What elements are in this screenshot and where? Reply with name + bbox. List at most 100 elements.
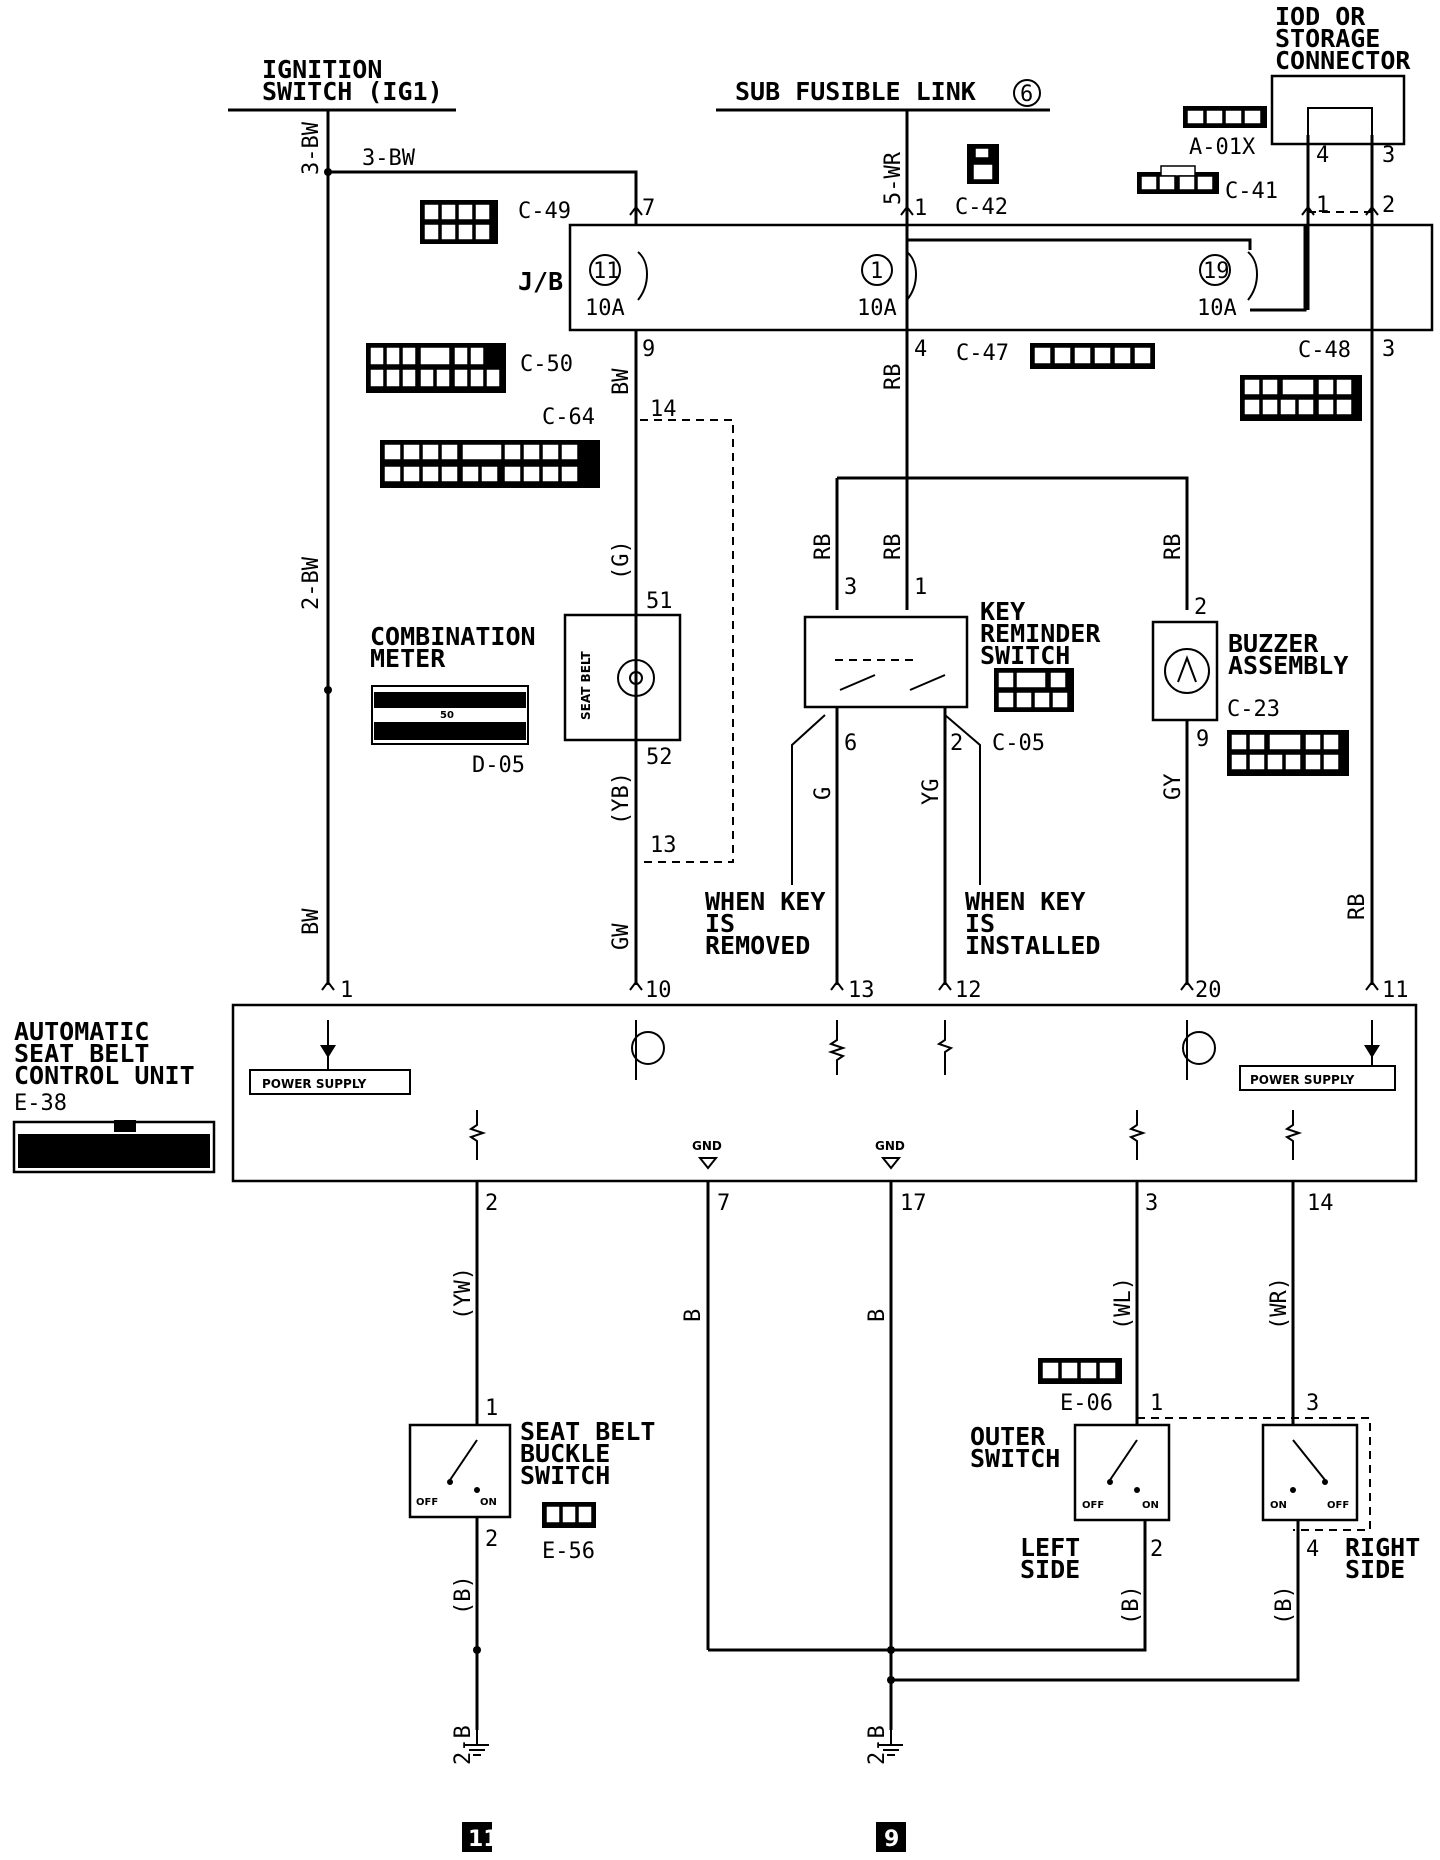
svg-text:10A: 10A [585, 296, 625, 321]
c50-label: C-50 [520, 352, 573, 377]
svg-text:METER: METER [370, 644, 446, 673]
svg-text:YG: YG [919, 779, 944, 806]
svg-text:7: 7 [717, 1191, 730, 1216]
svg-text:1: 1 [914, 196, 927, 221]
svg-text:1: 1 [1150, 1391, 1163, 1416]
buzzer-assembly: BUZZER ASSEMBLY 9 GY [1151, 620, 1348, 985]
svg-text:50: 50 [440, 710, 454, 721]
connector-d05: 50 D-05 [371, 685, 529, 778]
connector-e56: E-56 [542, 1502, 596, 1564]
svg-text:GND: GND [692, 1139, 722, 1153]
svg-text:(YB): (YB) [609, 772, 634, 825]
svg-text:2: 2 [950, 731, 963, 756]
sub-fusible-link-source: SUB FUSIBLE LINK 6 [716, 77, 1050, 112]
svg-text:WHEN KEY: WHEN KEY [965, 887, 1085, 916]
svg-text:REMOVED: REMOVED [705, 931, 810, 960]
connector-c49: C-49 [420, 199, 571, 244]
svg-text:(WR): (WR) [1267, 1277, 1292, 1330]
svg-text:10A: 10A [1197, 296, 1237, 321]
ignition-label-2: SWITCH (IG1) [262, 77, 443, 106]
svg-text:IS: IS [705, 909, 735, 938]
svg-text:KEY: KEY [980, 597, 1025, 626]
c47-label: C-47 [956, 341, 1009, 366]
svg-text:BUCKLE: BUCKLE [520, 1439, 610, 1468]
fusible-label: SUB FUSIBLE LINK [735, 77, 976, 106]
svg-text:10A: 10A [857, 296, 897, 321]
seat-belt-buckle-switch: OFF ON SEAT BELT BUCKLE SWITCH [408, 1417, 655, 1519]
svg-text:20: 20 [1195, 978, 1222, 1003]
svg-text:14: 14 [650, 397, 677, 422]
svg-text:3-BW: 3-BW [362, 146, 416, 171]
svg-text:WHEN KEY: WHEN KEY [705, 887, 825, 916]
svg-text:3: 3 [1306, 1391, 1319, 1416]
svg-text:G: G [811, 787, 836, 800]
ground-11: 11 [462, 1730, 499, 1852]
connector-e38 [12, 1120, 216, 1174]
svg-text:11: 11 [593, 259, 620, 284]
e38-label: E-38 [14, 1091, 67, 1116]
svg-text:INSTALLED: INSTALLED [965, 931, 1100, 960]
svg-text:7: 7 [642, 196, 655, 221]
svg-text:1: 1 [914, 575, 927, 600]
d05-label: D-05 [472, 753, 525, 778]
svg-text:2: 2 [485, 1191, 498, 1216]
fuse-1: 1 10A [857, 251, 917, 321]
ignition-label-1: IGNITION [262, 55, 382, 84]
svg-text:OFF: OFF [416, 1497, 438, 1508]
c05-label: C-05 [992, 731, 1045, 756]
svg-text:SIDE: SIDE [1345, 1555, 1405, 1584]
svg-text:52: 52 [646, 745, 673, 770]
svg-text:9: 9 [884, 1827, 899, 1852]
svg-text:ON: ON [1142, 1500, 1159, 1511]
connector-c47: C-47 [956, 341, 1155, 369]
svg-text:B: B [865, 1309, 890, 1322]
svg-text:2-BW: 2-BW [299, 556, 324, 610]
svg-text:9: 9 [1196, 727, 1209, 752]
svg-text:10: 10 [645, 978, 672, 1003]
pin-markers [321, 205, 1379, 991]
svg-text:12: 12 [955, 978, 982, 1003]
svg-text:SEAT BELT: SEAT BELT [520, 1417, 655, 1446]
svg-text:1: 1 [870, 259, 883, 284]
connector-c48: C-48 [1240, 338, 1362, 421]
svg-text:(B): (B) [451, 1575, 476, 1615]
svg-text:11: 11 [1382, 978, 1409, 1003]
c41-label: C-41 [1225, 179, 1278, 204]
svg-text:6: 6 [844, 731, 857, 756]
svg-text:RB: RB [881, 534, 906, 561]
svg-text:19: 19 [1203, 259, 1230, 284]
fusible-number: 6 [1020, 82, 1033, 107]
svg-text:3: 3 [844, 575, 857, 600]
jb-label: J/B [518, 267, 563, 296]
fuse-19: 19 10A [1197, 251, 1258, 321]
svg-text:RB: RB [1345, 894, 1370, 921]
ignition-switch-source: IGNITION SWITCH (IG1) [228, 55, 456, 112]
key-removed-note: WHEN KEY IS REMOVED [705, 887, 825, 960]
svg-text:2: 2 [485, 1527, 498, 1552]
svg-text:(YW): (YW) [451, 1267, 476, 1320]
junction-block [568, 223, 1434, 332]
svg-text:13: 13 [848, 978, 875, 1003]
svg-text:BW: BW [299, 908, 324, 935]
svg-text:POWER SUPPLY: POWER SUPPLY [1250, 1073, 1355, 1087]
svg-text:(B): (B) [1119, 1585, 1144, 1625]
svg-text:4: 4 [1306, 1537, 1319, 1562]
connector-e06: E-06 [1038, 1358, 1122, 1416]
svg-text:CONTROL UNIT: CONTROL UNIT [14, 1061, 195, 1090]
connector-c41: C-41 [1137, 165, 1278, 204]
svg-text:REMINDER: REMINDER [980, 619, 1101, 648]
svg-text:SWITCH: SWITCH [520, 1461, 610, 1490]
svg-text:POWER SUPPLY: POWER SUPPLY [262, 1077, 367, 1091]
svg-text:RIGHT: RIGHT [1345, 1533, 1420, 1562]
ground-9: 9 [876, 1730, 906, 1852]
svg-text:1: 1 [485, 1396, 498, 1421]
svg-text:11: 11 [468, 1827, 499, 1852]
key-reminder-switch: KEY REMINDER SWITCH 6 2 G YG [791, 597, 1101, 985]
svg-text:SIDE: SIDE [1020, 1555, 1080, 1584]
svg-text:OFF: OFF [1082, 1500, 1104, 1511]
svg-text:IS: IS [965, 909, 995, 938]
svg-text:13: 13 [650, 833, 677, 858]
connector-c05: C-05 [992, 668, 1074, 756]
c23-label: C-23 [1227, 697, 1280, 722]
